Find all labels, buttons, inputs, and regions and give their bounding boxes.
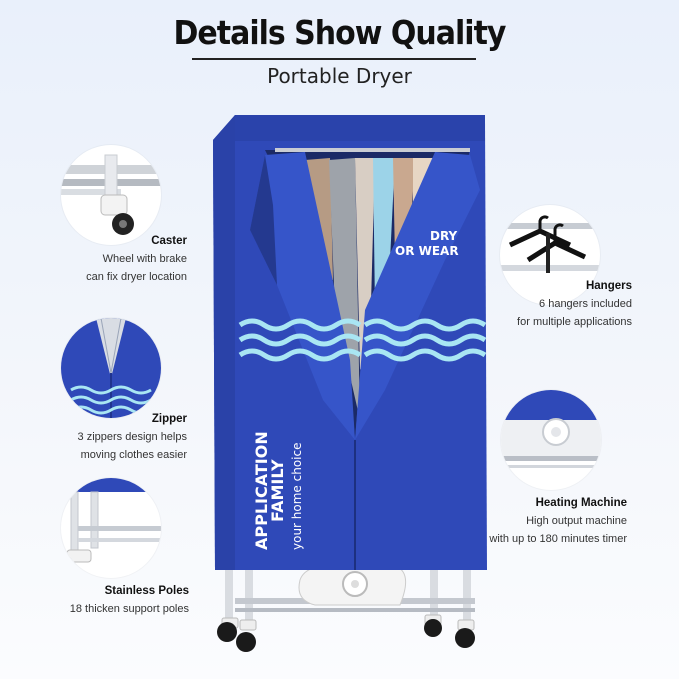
- heating-machine-icon: [501, 390, 601, 490]
- page-subtitle: Portable Dryer: [267, 64, 412, 88]
- cover-text-home-choice: your home choice: [290, 443, 304, 551]
- feature-heating-machine: Heating Machine High output machine with…: [489, 497, 627, 545]
- feature-stainless-poles: Stainless Poles 18 thicken support poles: [69, 585, 189, 615]
- cover-text-family: FAMILY: [268, 459, 287, 522]
- hangers-icon: [500, 205, 600, 305]
- feature-zipper: Zipper 3 zippers design helps moving clo…: [77, 413, 187, 461]
- zipper-icon: [61, 318, 161, 418]
- feature-hangers: Hangers 6 hangers included for multiple …: [517, 280, 632, 328]
- feature-caster: Caster Wheel with brake can fix dryer lo…: [86, 235, 187, 283]
- cover-text-dry: DRY: [430, 229, 458, 243]
- portable-dryer-image: DRY OR WEAR APPLICATION FAMILY your home…: [205, 110, 495, 660]
- title-underline: [192, 58, 476, 60]
- page-title: Details Show Quality: [173, 14, 506, 53]
- caster-wheel-icon: [61, 145, 161, 245]
- cover-text-wear: OR WEAR: [395, 244, 459, 258]
- cover-text-application: APPLICATION: [252, 431, 271, 550]
- stainless-poles-icon: [61, 478, 161, 578]
